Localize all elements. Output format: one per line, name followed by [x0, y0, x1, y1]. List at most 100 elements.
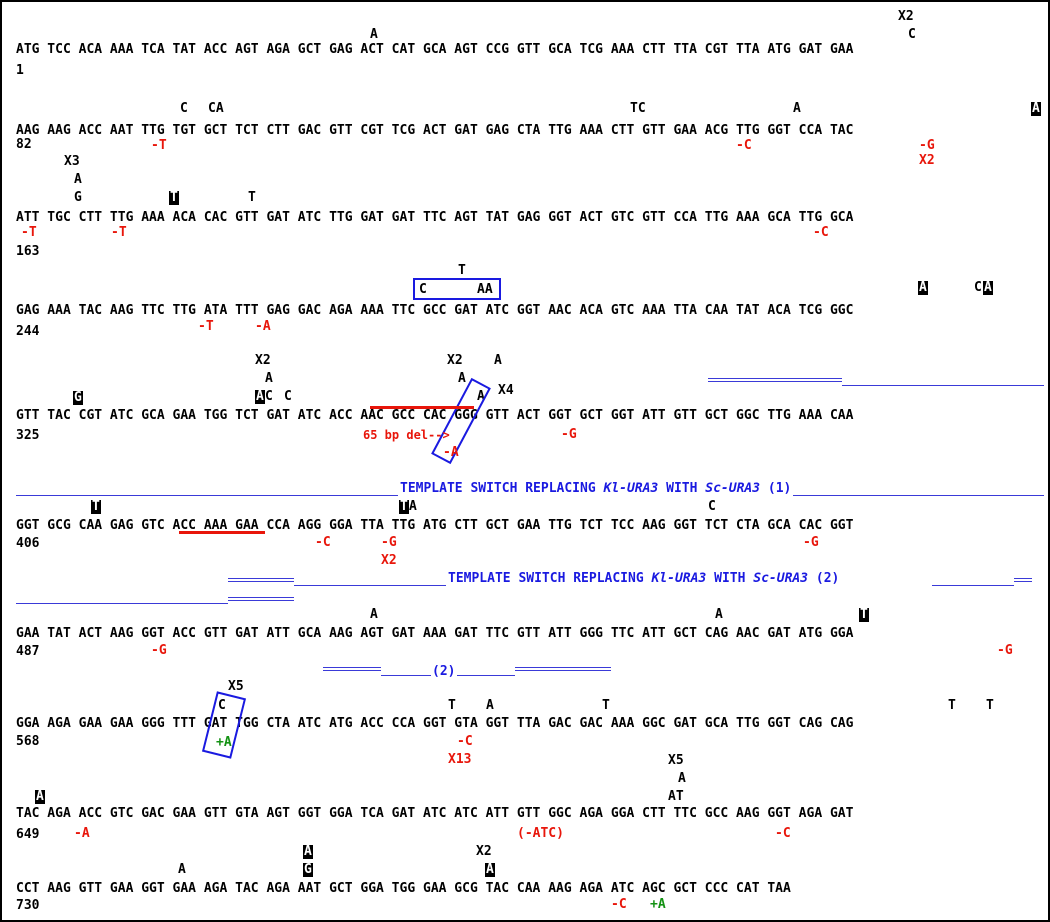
mutation-mark: A [678, 771, 686, 786]
deletion-mark: -T [151, 138, 167, 153]
mutation-count: X2 [447, 353, 463, 368]
mutation-mark: C [284, 389, 292, 404]
mutation-count: X3 [64, 154, 80, 169]
mutation-mark: C [419, 282, 427, 297]
highlighted-mutation: A [303, 844, 313, 859]
sequence-row-5: GTT TAC CGT ATC GCA GAA TGG TCT GAT ATC … [16, 408, 854, 423]
sequence-row-8: GGA AGA GAA GAA GGG TTT GAT TGG CTA ATC … [16, 716, 854, 731]
deletion-mark: -G [997, 643, 1013, 658]
mutation-count: X2 [255, 353, 271, 368]
mutation-mark: G [74, 190, 82, 205]
mutation-mark: A [793, 101, 801, 116]
sequence-row-3: ATT TGC CTT TTG AAA ACA CAC GTT GAT ATC … [16, 210, 854, 225]
mutation-mark: A [494, 353, 502, 368]
template-switch-line [932, 585, 1014, 586]
highlighted-mutation: A [918, 280, 928, 295]
mutation-mark: C [180, 101, 188, 116]
mutation-mark: T [602, 698, 610, 713]
deletion-mark: (-ATC) [517, 826, 564, 841]
mutation-mark: C [708, 499, 716, 514]
mutation-mark: T [458, 263, 466, 278]
position-number-82: 82 [16, 137, 32, 152]
mutation-mark: A [486, 698, 494, 713]
mutation-mark: TC [630, 101, 646, 116]
mutation-mark: A [178, 862, 186, 877]
highlighted-mutation: T [399, 499, 409, 514]
position-number-649: 649 [16, 827, 40, 842]
template-switch-line [457, 675, 515, 676]
mutation-mark: A [409, 499, 417, 514]
template-switch-line [228, 597, 294, 601]
mutation-count: X2 [919, 153, 935, 168]
template-switch-label-1: TEMPLATE SWITCH REPLACING Kl-URA3 WITH S… [398, 481, 794, 496]
position-number-730: 730 [16, 898, 40, 913]
position-number-1: 1 [16, 63, 24, 78]
mutation-count: X2 [898, 9, 914, 24]
deletion-mark: -A [255, 319, 271, 334]
template-switch-line [1014, 578, 1032, 582]
deletion-mark: -C [775, 826, 791, 841]
template-switch-box [413, 278, 501, 300]
mutation-mark: CA [208, 101, 224, 116]
highlighted-mutation: T [91, 499, 101, 514]
sequence-row-7: GAA TAT ACT AAG GGT ACC GTT GAT ATT GCA … [16, 626, 854, 641]
mutation-mark: C [974, 280, 982, 295]
deletion-underline [370, 406, 474, 409]
deletion-mark: -A [443, 445, 459, 460]
template-switch-line [294, 585, 446, 586]
template-switch-line [515, 667, 611, 671]
mutation-mark: A [265, 371, 273, 386]
sequence-row-2: AAG AAG ACC AAT TTG TGT GCT TCT CTT GAC … [16, 123, 854, 138]
mutation-count: X5 [668, 753, 684, 768]
deletion-mark: -C [457, 734, 473, 749]
mutation-count: X2 [381, 553, 397, 568]
deletion-mark: -T [198, 319, 214, 334]
deletion-mark: -G [919, 138, 935, 153]
deletion-mark: -A [74, 826, 90, 841]
mutation-mark: C [218, 698, 226, 713]
deletion-mark: -T [21, 225, 37, 240]
template-switch-line [228, 578, 294, 582]
mutation-mark: T [248, 190, 256, 205]
mutation-count: X13 [448, 752, 472, 767]
highlighted-mutation: T [169, 190, 179, 205]
deletion-mark: -C [315, 535, 331, 550]
highlighted-mutation: A [255, 389, 265, 404]
highlighted-mutation: G [73, 390, 83, 405]
sequence-row-10: CCT AAG GTT GAA GGT GAA AGA TAC AGA AAT … [16, 881, 791, 896]
deletion-underline [179, 531, 265, 534]
position-number-163: 163 [16, 244, 40, 259]
sequence-row-6: GGT GCG CAA GAG GTC ACC AAA GAA CCA AGG … [16, 518, 854, 533]
mutation-mark: T [986, 698, 994, 713]
deletion-mark: -G [151, 643, 167, 658]
deletion-mark: -C [611, 897, 627, 912]
highlighted-mutation: G [303, 862, 313, 877]
highlighted-mutation: A [485, 862, 495, 877]
sequence-row-1: ATG TCC ACA AAA TCA TAT ACC AGT AGA GCT … [16, 42, 854, 57]
position-number-487: 487 [16, 644, 40, 659]
insertion-mark: +A [650, 897, 666, 912]
mutation-mark: A [370, 27, 378, 42]
mutation-mark: A [74, 172, 82, 187]
mutation-mark: A [370, 607, 378, 622]
template-switch-line [842, 385, 1044, 386]
deletion-mark: -G [803, 535, 819, 550]
template-switch-line [708, 378, 842, 382]
mutation-mark: A [715, 607, 723, 622]
mutation-mark: AT [668, 789, 684, 804]
position-number-244: 244 [16, 324, 40, 339]
highlighted-mutation: T [859, 607, 869, 622]
deletion-mark: -T [111, 225, 127, 240]
mutation-mark: A [477, 389, 485, 404]
mutation-mark: C [265, 389, 273, 404]
template-switch-line [323, 667, 381, 671]
mutation-count: X4 [498, 383, 514, 398]
mutation-mark: T [948, 698, 956, 713]
sequence-row-9: TAC AGA ACC GTC GAC GAA GTT GTA AGT GGT … [16, 806, 854, 821]
highlighted-mutation: A [1031, 101, 1041, 116]
deletion-mark: -C [736, 138, 752, 153]
highlighted-mutation: A [983, 280, 993, 295]
template-switch-label-2: TEMPLATE SWITCH REPLACING Kl-URA3 WITH S… [448, 571, 840, 586]
sequence-row-4: GAG AAA TAC AAG TTC TTG ATA TTT GAG GAC … [16, 303, 854, 318]
